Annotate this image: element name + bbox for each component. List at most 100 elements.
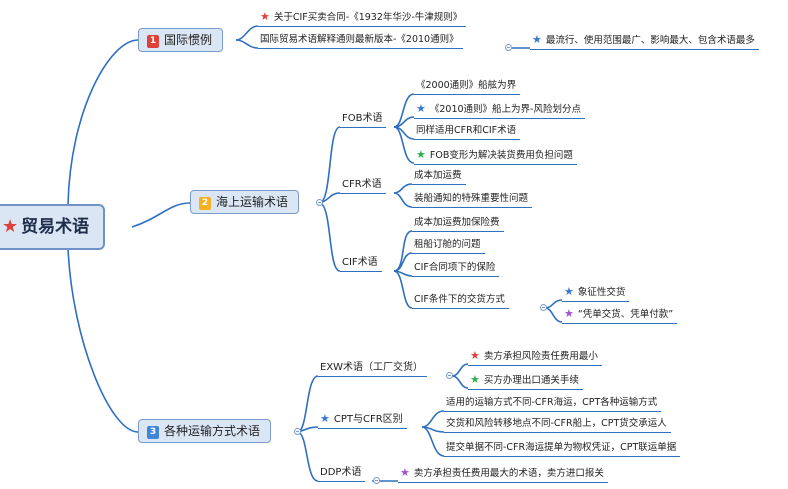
red-star-icon: ★ (260, 10, 270, 23)
connector-b2-cfr (319, 192, 341, 204)
connector-cif-l4a (544, 299, 563, 309)
red-star-icon: ★ (470, 349, 480, 362)
connector-b3-exw (297, 375, 319, 433)
priority-badge: 1 (147, 35, 159, 48)
leaf-label: 象征性交货 (577, 287, 626, 298)
leaf-node[interactable]: 交货和风险转移地点不同-CFR船上，CPT货交承运人 (444, 417, 671, 433)
leaf-node[interactable]: ★FOB变形为解决装货费用负担问题 (414, 148, 577, 165)
leaf-node[interactable]: ★象征性交货 (562, 285, 630, 302)
subtopic-label: CFR术语 (342, 179, 382, 190)
leaf-label: CIF条件下的交货方式 (414, 294, 505, 305)
subtopic-ddp[interactable]: DDP术语 (318, 466, 366, 482)
connector-b3-ddp (297, 431, 319, 482)
leaf-label: “凭单交货、凭单付款” (577, 309, 674, 320)
leaf-node[interactable]: ★卖方承担责任费用最大的术语，卖方进口报关 (398, 466, 608, 483)
collapse-toggle-icon[interactable] (505, 44, 512, 51)
connector-root-b3 (67, 247, 139, 433)
root-node[interactable]: ★贸易术语 (0, 204, 106, 250)
connector-cfr-l2 (393, 192, 413, 208)
branch-label: 国际惯例 (164, 33, 213, 47)
leaf-node[interactable]: ★买方办理出口通关手续 (468, 373, 583, 390)
leaf-node[interactable]: 提交单据不同-CFR海运提单为物权凭证，CPT联运单据 (444, 441, 681, 457)
leaf-node[interactable]: ★《2010通则》船上为界-风险划分点 (414, 102, 585, 119)
leaf-label: 提交单据不同-CFR海运提单为物权凭证，CPT联运单据 (446, 442, 677, 453)
subtopic-cif[interactable]: CIF术语 (340, 256, 382, 272)
connector-cif-l4 (393, 270, 413, 309)
leaf-label: 国际贸易术语解释通则最新版本-《2010通则》 (260, 34, 459, 45)
leaf-node[interactable]: 适用的运输方式不同-CFR海运，CPT各种运输方式 (444, 396, 662, 412)
leaf-label: 《2000通则》船舷为界 (416, 80, 517, 91)
connector-cpt-l1 (421, 410, 445, 428)
leaf-label: FOB变形为解决装货费用负担问题 (429, 150, 573, 161)
connector-b1-c2 (235, 39, 259, 49)
leaf-label: 最流行、使用范围最广、影响最大、包含术语最多 (545, 35, 755, 46)
connector-b1-c1 (235, 25, 259, 41)
subtopic-label: FOB术语 (342, 113, 383, 124)
connector-b2-cif (319, 202, 341, 272)
leaf-label: 《2010通则》船上为界-风险划分点 (429, 104, 581, 115)
collapse-toggle-icon[interactable] (373, 477, 380, 484)
connector-root-b2 (131, 202, 191, 228)
leaf-node[interactable]: ★“凭单交货、凭单付款” (562, 307, 678, 324)
leaf-label: 成本加运费 (414, 170, 462, 181)
leaf-node[interactable]: CIF合同项下的保险 (412, 261, 500, 277)
purple-star-icon: ★ (400, 466, 410, 479)
leaf-node[interactable]: 国际贸易术语解释通则最新版本-《2010通则》 (258, 33, 463, 49)
leaf-node[interactable]: 成本加运费加保险费 (412, 216, 504, 232)
leaf-node[interactable]: 成本加运费 (412, 169, 466, 185)
leaf-label: 卖方承担风险责任费用最小 (483, 351, 598, 362)
branch-node-international-practice[interactable]: 1 国际惯例 (138, 28, 224, 52)
subtopic-cfr[interactable]: CFR术语 (340, 178, 386, 194)
subtopic-label: DDP术语 (320, 467, 362, 478)
leaf-node[interactable]: 同样适用CFR和CIF术语 (414, 124, 521, 140)
collapse-toggle-icon[interactable] (294, 428, 301, 435)
collapse-toggle-icon[interactable] (540, 304, 547, 311)
connector-b2-fob (319, 126, 341, 204)
leaf-label: 租船订舱的问题 (414, 239, 481, 250)
leaf-label: 成本加运费加保险费 (414, 217, 500, 228)
collapse-toggle-icon[interactable] (446, 372, 453, 379)
leaf-node[interactable]: CIF条件下的交货方式 (412, 293, 509, 309)
leaf-label: 交货和风险转移地点不同-CFR船上，CPT货交承运人 (446, 418, 667, 429)
leaf-label: 卖方承担责任费用最大的术语，卖方进口报关 (413, 468, 604, 479)
connector-cif-l4b (544, 307, 563, 323)
note-node[interactable]: ★最流行、使用范围最广、影响最大、包含术语最多 (530, 33, 759, 50)
subtopic-exw[interactable]: EXW术语（工厂交货） (318, 361, 428, 377)
priority-badge: 2 (199, 197, 211, 210)
leaf-label: 同样适用CFR和CIF术语 (416, 125, 517, 136)
blue-star-icon: ★ (564, 285, 574, 298)
collapse-toggle-icon[interactable] (316, 199, 323, 206)
subtopic-cpt-cfr[interactable]: ★CPT与CFR区别 (318, 412, 407, 429)
connector-cif-l1 (393, 230, 413, 272)
leaf-node[interactable]: 租船订舱的问题 (412, 238, 485, 254)
connector-cpt-l3 (421, 426, 445, 457)
connector-exw-l2 (451, 375, 469, 389)
leaf-node[interactable]: ★关于CIF买卖合同-《1932年华沙-牛津规则》 (258, 10, 467, 27)
connector-exw-l1 (451, 363, 469, 377)
green-star-icon: ★ (470, 373, 480, 386)
root-label: 贸易术语 (21, 217, 90, 237)
blue-star-icon: ★ (416, 102, 426, 115)
red-star-icon: ★ (2, 216, 19, 237)
leaf-node[interactable]: 装船通知的特殊重要性问题 (412, 192, 533, 208)
branch-node-multimodal-transport[interactable]: 3 各种运输方式术语 (138, 419, 272, 443)
leaf-node[interactable]: 《2000通则》船舷为界 (414, 79, 521, 95)
subtopic-label: EXW术语（工厂交货） (320, 362, 424, 373)
subtopic-fob[interactable]: FOB术语 (340, 112, 387, 128)
priority-badge: 3 (147, 426, 159, 439)
leaf-label: 适用的运输方式不同-CFR海运，CPT各种运输方式 (446, 397, 658, 408)
leaf-label: CIF合同项下的保险 (414, 262, 496, 273)
leaf-node[interactable]: ★卖方承担风险责任费用最小 (468, 349, 602, 366)
subtopic-label: CIF术语 (342, 257, 378, 268)
connector-root-b1 (67, 39, 139, 206)
purple-star-icon: ★ (564, 307, 574, 320)
branch-label: 各种运输方式术语 (164, 424, 261, 438)
blue-star-icon: ★ (320, 412, 330, 425)
connector-fob-l4 (393, 126, 415, 164)
leaf-label: 关于CIF买卖合同-《1932年华沙-牛津规则》 (273, 12, 463, 23)
connector-cfr-l1 (393, 183, 413, 194)
subtopic-label: CPT与CFR区别 (333, 414, 403, 425)
blue-star-icon: ★ (532, 33, 542, 46)
